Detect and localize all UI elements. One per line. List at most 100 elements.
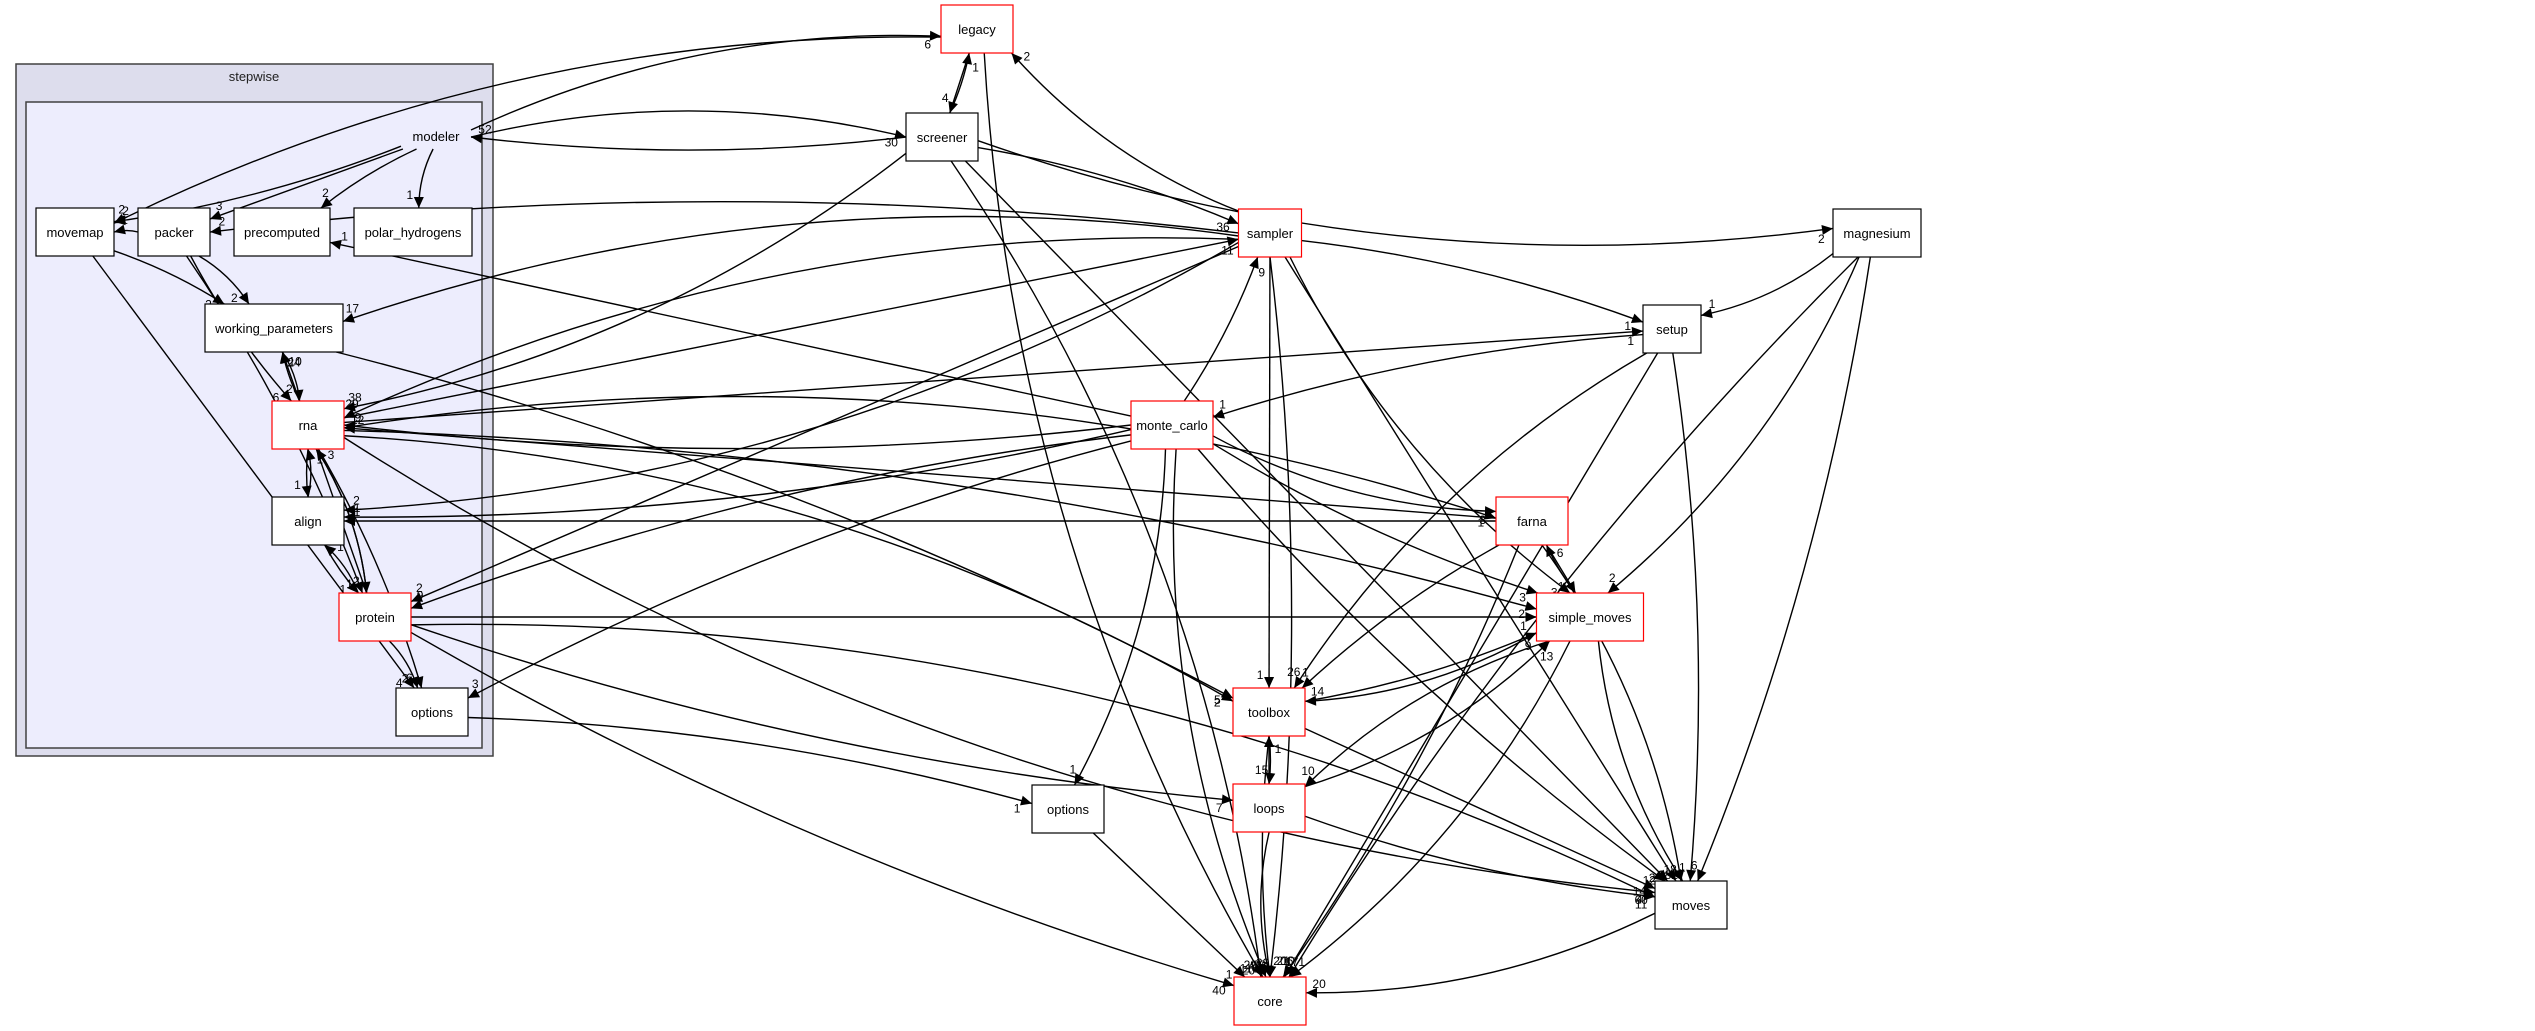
edge-monte_carlo-to-precomputed[interactable]: 1 <box>329 229 1132 417</box>
edge-count-label[interactable]: 6 <box>1691 859 1698 873</box>
edge-sampler-to-toolbox[interactable]: 1 <box>1257 256 1275 689</box>
edge-count-label[interactable]: 1 <box>406 188 413 202</box>
cluster-modeler-label[interactable]: modeler <box>413 129 461 144</box>
edge-count-label[interactable]: 1 <box>1624 319 1631 333</box>
edge-count-label[interactable]: 9 <box>355 411 362 425</box>
node-box[interactable] <box>233 207 331 257</box>
edge-monte_carlo-to-protein[interactable]: 9 <box>410 434 1132 610</box>
edge-count-label[interactable]: 2 <box>1818 232 1825 246</box>
edge-count-label[interactable]: 2 <box>1214 696 1221 710</box>
node-box[interactable] <box>353 207 473 257</box>
edge-count-label[interactable]: 2 <box>1609 571 1616 585</box>
node-box[interactable] <box>395 687 469 737</box>
node-precomputed[interactable]: precomputed <box>233 207 331 257</box>
edge-count-label[interactable]: 12 <box>1643 874 1657 888</box>
edge-legacy-to-core[interactable]: 20 <box>983 52 1264 978</box>
edge-count-label[interactable]: 1 <box>121 213 128 227</box>
edge-farna-to-align[interactable]: 1 <box>344 505 1496 526</box>
edge-loops-to-simple_moves[interactable]: 13 <box>1304 640 1554 788</box>
edge-toolbox-to-simple_moves[interactable]: 9 <box>1304 632 1537 703</box>
node-box[interactable] <box>1031 784 1105 834</box>
edge-count-label[interactable]: 1 <box>1069 762 1076 776</box>
edge-magnesium-to-setup[interactable]: 1 <box>1700 253 1834 319</box>
node-setup[interactable]: setup <box>1642 304 1702 354</box>
node-simple-moves[interactable]: simple_moves <box>1535 592 1645 642</box>
node-label[interactable]: simple_moves <box>1548 610 1632 625</box>
edge-count-label[interactable]: 4 <box>1636 893 1643 907</box>
edge-monte_carlo-to-options_inner[interactable]: 3 <box>467 440 1132 699</box>
edge-rna-to-simple_moves[interactable]: 2 <box>343 429 1537 621</box>
node-label[interactable]: options <box>1047 802 1089 817</box>
node-moves[interactable]: moves <box>1654 880 1728 930</box>
edge-count-label[interactable]: 1 <box>1520 619 1527 633</box>
edge-setup-to-moves[interactable]: 1 <box>1672 352 1700 882</box>
edge-magnesium-to-simple_moves[interactable]: 2 <box>1607 256 1860 594</box>
edge-monte_carlo-to-sampler[interactable]: 9 <box>1183 256 1265 402</box>
edge-count-label[interactable]: 2 <box>416 581 423 595</box>
edge-count-label[interactable]: 6 <box>1557 546 1564 560</box>
node-options-inner[interactable]: options <box>395 687 469 737</box>
edge-count-label[interactable]: 1 <box>341 229 348 243</box>
edge-farna-to-rna[interactable]: 12 <box>343 413 1497 519</box>
node-magnesium[interactable]: magnesium <box>1832 208 1922 258</box>
node-label[interactable]: screener <box>917 130 968 145</box>
edge-count-label[interactable]: 1 <box>1709 297 1716 311</box>
edge-setup-to-monte_carlo[interactable]: 1 <box>1212 333 1644 419</box>
edge-rna-to-moves[interactable]: 60 <box>343 436 1656 907</box>
node-align[interactable]: align <box>271 496 345 546</box>
edge-count-label[interactable]: 6 <box>273 390 280 404</box>
node-screener[interactable]: screener <box>905 112 979 162</box>
edge-rna-to-setup[interactable]: 1 <box>343 326 1644 424</box>
node-label[interactable]: protein <box>355 610 395 625</box>
node-label[interactable]: sampler <box>1247 226 1294 241</box>
node-box[interactable] <box>1832 208 1922 258</box>
edge-monte_carlo-to-simple_moves[interactable]: 3 <box>1212 443 1538 605</box>
node-working-parameters[interactable]: working_parameters <box>204 303 344 353</box>
edge-modeler-to-precomputed[interactable]: 2 <box>320 148 417 209</box>
edge-count-label[interactable]: 24 <box>287 356 301 370</box>
edge-count-label[interactable]: 1 <box>1014 802 1021 816</box>
edge-count-label[interactable]: 13 <box>1540 650 1554 664</box>
edge-protein-to-simple_moves[interactable]: 1 <box>411 612 1537 633</box>
node-label[interactable]: working_parameters <box>214 321 333 336</box>
edge-count-label[interactable]: 52 <box>478 123 492 137</box>
edge-modeler-to-polar_hydrogens[interactable]: 1 <box>406 148 434 209</box>
node-label[interactable]: packer <box>154 225 194 240</box>
edge-count-label[interactable]: 1 <box>346 577 353 591</box>
node-label[interactable]: legacy <box>958 22 996 37</box>
node-label[interactable]: movemap <box>46 225 103 240</box>
node-box[interactable] <box>137 207 211 257</box>
edge-count-label[interactable]: 2 <box>1518 607 1525 621</box>
edge-count-label[interactable]: 40 <box>1212 984 1226 998</box>
node-movemap[interactable]: movemap <box>35 207 115 257</box>
edge-count-label[interactable]: 206 <box>1273 954 1293 968</box>
edge-count-label[interactable]: 2 <box>402 671 409 685</box>
edge-count-label[interactable]: 11 <box>1635 897 1648 911</box>
edge-count-label[interactable]: 2 <box>322 186 329 200</box>
edge-count-label[interactable]: 1 <box>354 501 361 515</box>
edge-count-label[interactable]: 2 <box>1023 50 1030 64</box>
edge-count-label[interactable]: 1 <box>337 540 344 554</box>
edge-moves-to-core[interactable]: 20 <box>1305 912 1656 998</box>
edge-count-label[interactable]: 2 <box>353 494 360 508</box>
edge-count-label[interactable]: 3 <box>1519 591 1526 605</box>
node-box[interactable] <box>1535 592 1645 642</box>
edge-count-label[interactable]: 1 <box>294 478 301 492</box>
edge-sampler-to-legacy[interactable]: 2 <box>1010 50 1239 212</box>
node-toolbox[interactable]: toolbox <box>1232 687 1306 737</box>
node-label[interactable]: rna <box>299 418 319 433</box>
edge-count-label[interactable]: 1 <box>1679 860 1686 874</box>
edge-working_parameters-to-toolbox[interactable]: 5 <box>336 351 1234 707</box>
node-box[interactable] <box>1495 496 1569 546</box>
node-label[interactable]: toolbox <box>1248 705 1290 720</box>
node-label[interactable]: options <box>411 705 453 720</box>
node-label[interactable]: monte_carlo <box>1136 418 1208 433</box>
edge-packer-to-movemap[interactable]: 1 <box>113 213 139 235</box>
edge-count-label[interactable]: 2 <box>219 215 226 229</box>
edge-count-label[interactable]: 6 <box>924 38 931 52</box>
edge-farna-to-toolbox[interactable]: 1 <box>1301 544 1500 689</box>
node-label[interactable]: setup <box>1656 322 1688 337</box>
node-box[interactable] <box>905 112 979 162</box>
edge-count-label[interactable]: 2 <box>122 204 129 218</box>
edge-count-label[interactable]: 2 <box>1649 871 1656 885</box>
